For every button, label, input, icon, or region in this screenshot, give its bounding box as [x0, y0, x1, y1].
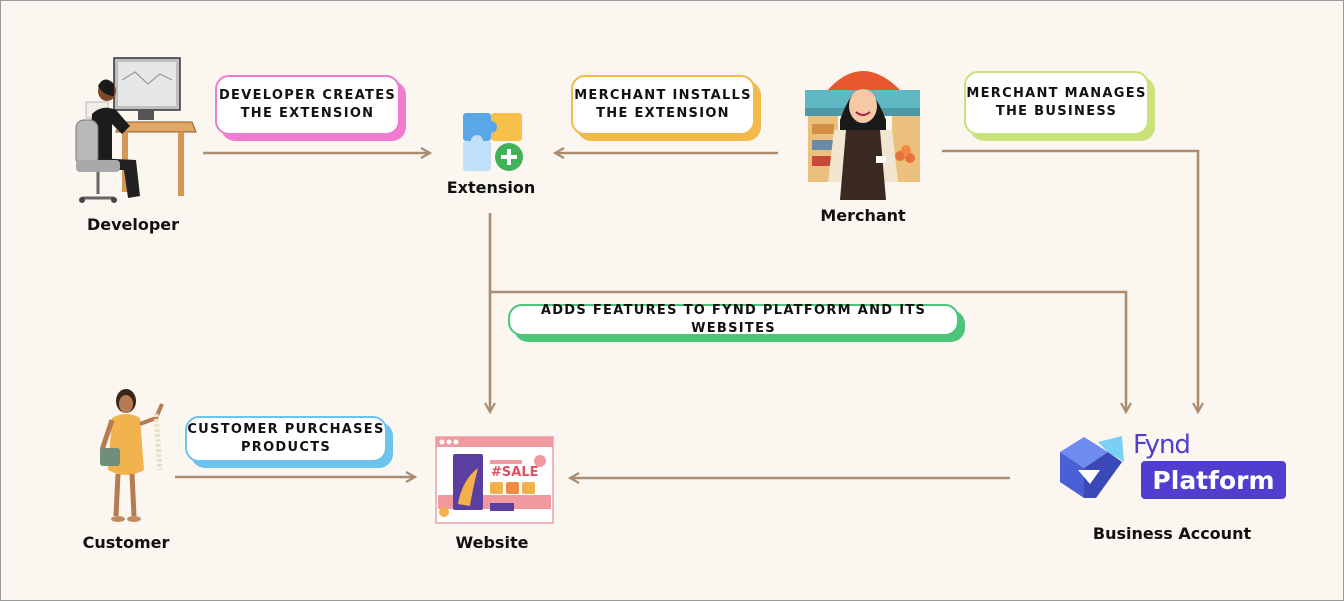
fynd-logo-icon — [1060, 436, 1124, 498]
node-merchant-label: Merchant — [820, 206, 906, 225]
label-customer-purchases-text: CUSTOMER PURCHASES PRODUCTS — [185, 416, 387, 462]
developer-illustration — [75, 57, 197, 203]
arrow-merchant-to-business — [942, 149, 1198, 412]
logo-platform-text: Platform — [1141, 461, 1286, 499]
node-extension-label: Extension — [446, 178, 536, 197]
website-sale-text: #SALE — [491, 465, 538, 480]
label-developer-creates: DEVELOPER CREATES THE EXTENSION — [215, 75, 406, 141]
website-illustration — [435, 436, 554, 524]
node-business-account-label: Business Account — [1092, 524, 1252, 543]
node-website-label: Website — [455, 533, 529, 552]
label-merchant-installs: MERCHANT INSTALLS THE EXTENSION — [571, 75, 761, 141]
node-developer-label: Developer — [86, 215, 180, 234]
label-adds-features-text: ADDS FEATURES TO FYND PLATFORM AND ITS W… — [508, 303, 959, 336]
extension-puzzle-icon — [463, 113, 523, 171]
label-developer-creates-text: DEVELOPER CREATES THE EXTENSION — [215, 75, 400, 135]
merchant-illustration — [805, 71, 920, 200]
label-merchant-manages: MERCHANT MANAGES THE BUSINESS — [964, 71, 1155, 141]
node-customer-label: Customer — [82, 533, 170, 552]
arrow-extension-to-business — [490, 290, 1126, 412]
label-merchant-installs-text: MERCHANT INSTALLS THE EXTENSION — [571, 75, 755, 135]
label-merchant-manages-text: MERCHANT MANAGES THE BUSINESS — [964, 71, 1149, 135]
customer-illustration — [99, 389, 164, 522]
logo-fynd-text: Fynd — [1133, 430, 1191, 460]
label-customer-purchases: CUSTOMER PURCHASES PRODUCTS — [185, 416, 393, 468]
label-adds-features: ADDS FEATURES TO FYND PLATFORM AND ITS W… — [508, 303, 965, 342]
